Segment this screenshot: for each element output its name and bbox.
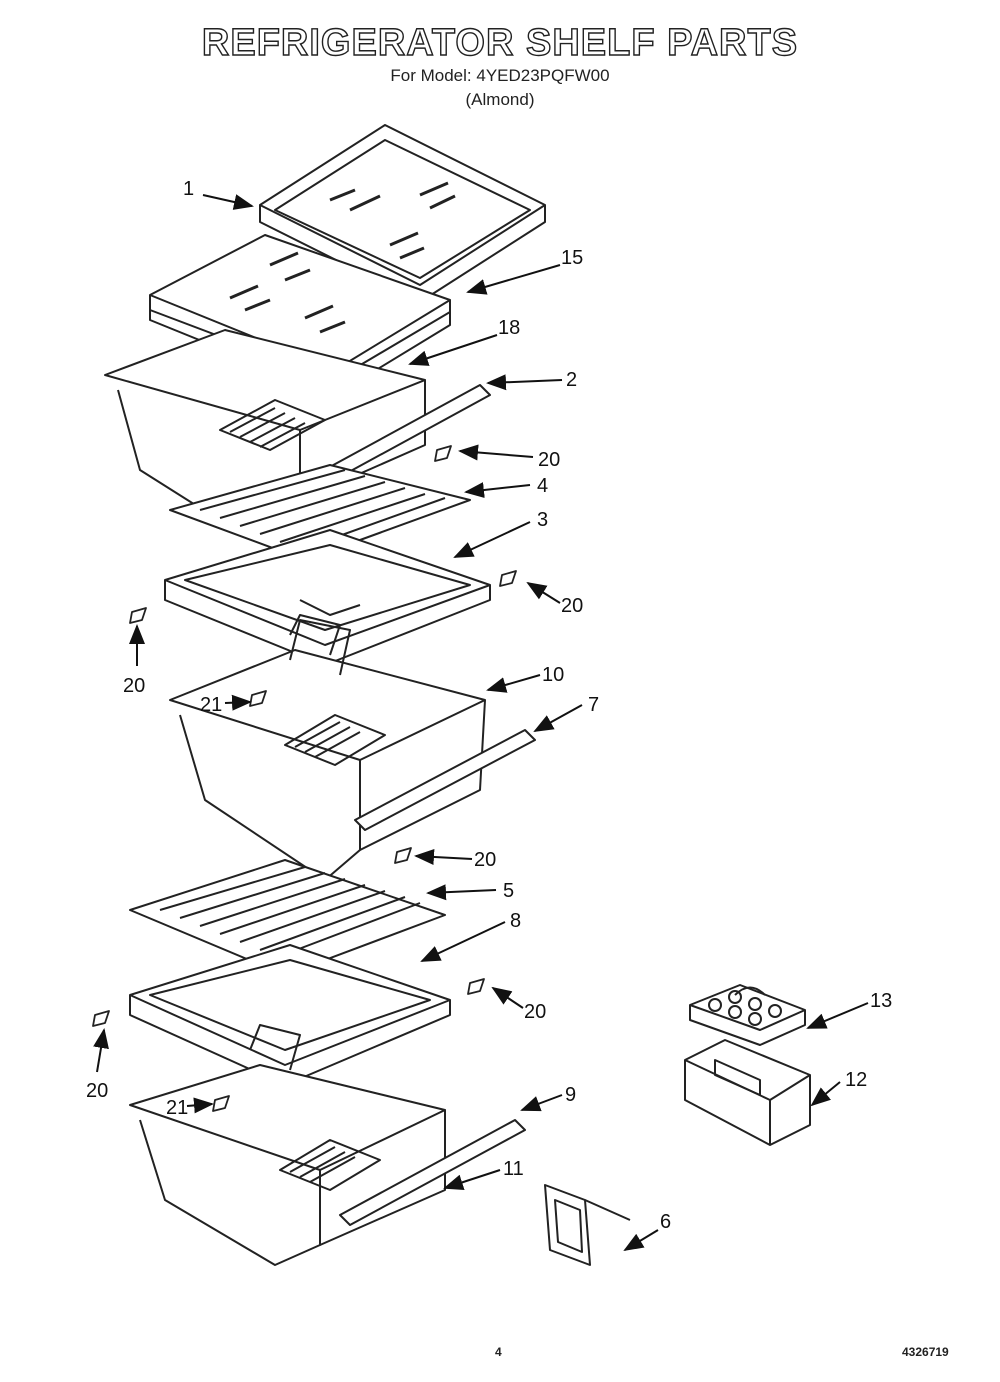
callout-7: 7 (588, 694, 599, 716)
page-title: REFRIGERATOR SHELF PARTS (201, 21, 799, 64)
crisper-drawer-middle (169, 619, 536, 881)
document-number: 4326719 (902, 1345, 949, 1359)
callout-21-b: 21 (166, 1097, 188, 1119)
crisper-frame-lower (129, 944, 451, 1086)
callout-18: 18 (498, 317, 520, 339)
callout-13: 13 (870, 990, 892, 1012)
callout-20-d: 20 (474, 849, 496, 871)
callout-10: 10 (542, 664, 564, 686)
crisper-cover-upper (169, 464, 471, 561)
callout-11: 11 (503, 1158, 524, 1180)
crisper-drawer-bottom (129, 1064, 526, 1266)
color-line: (Almond) (465, 90, 535, 109)
callout-9: 9 (565, 1084, 576, 1106)
callout-15: 15 (561, 247, 583, 269)
crisper-cover-lower (129, 859, 446, 976)
callout-5: 5 (503, 880, 514, 902)
callout-20-e: 20 (524, 1001, 546, 1023)
egg-tray (689, 984, 806, 1046)
callout-4: 4 (537, 475, 548, 497)
callout-20-b: 20 (561, 595, 583, 617)
callout-1: 1 (183, 178, 194, 200)
callout-20-a: 20 (538, 449, 560, 471)
page-number: 4 (495, 1345, 502, 1359)
callout-21-a: 21 (200, 694, 222, 716)
callout-12: 12 (845, 1069, 867, 1091)
callout-20-f: 20 (86, 1080, 108, 1102)
trim-bracket (544, 1184, 631, 1266)
crisper-frame-upper (164, 529, 491, 666)
egg-bin (684, 1039, 811, 1146)
callout-8: 8 (510, 910, 521, 932)
model-line: For Model: 4YED23PQFW00 (390, 66, 610, 85)
callout-2: 2 (566, 369, 577, 391)
callout-20-c: 20 (123, 675, 145, 697)
callout-6: 6 (660, 1211, 671, 1233)
callout-3: 3 (537, 509, 548, 531)
